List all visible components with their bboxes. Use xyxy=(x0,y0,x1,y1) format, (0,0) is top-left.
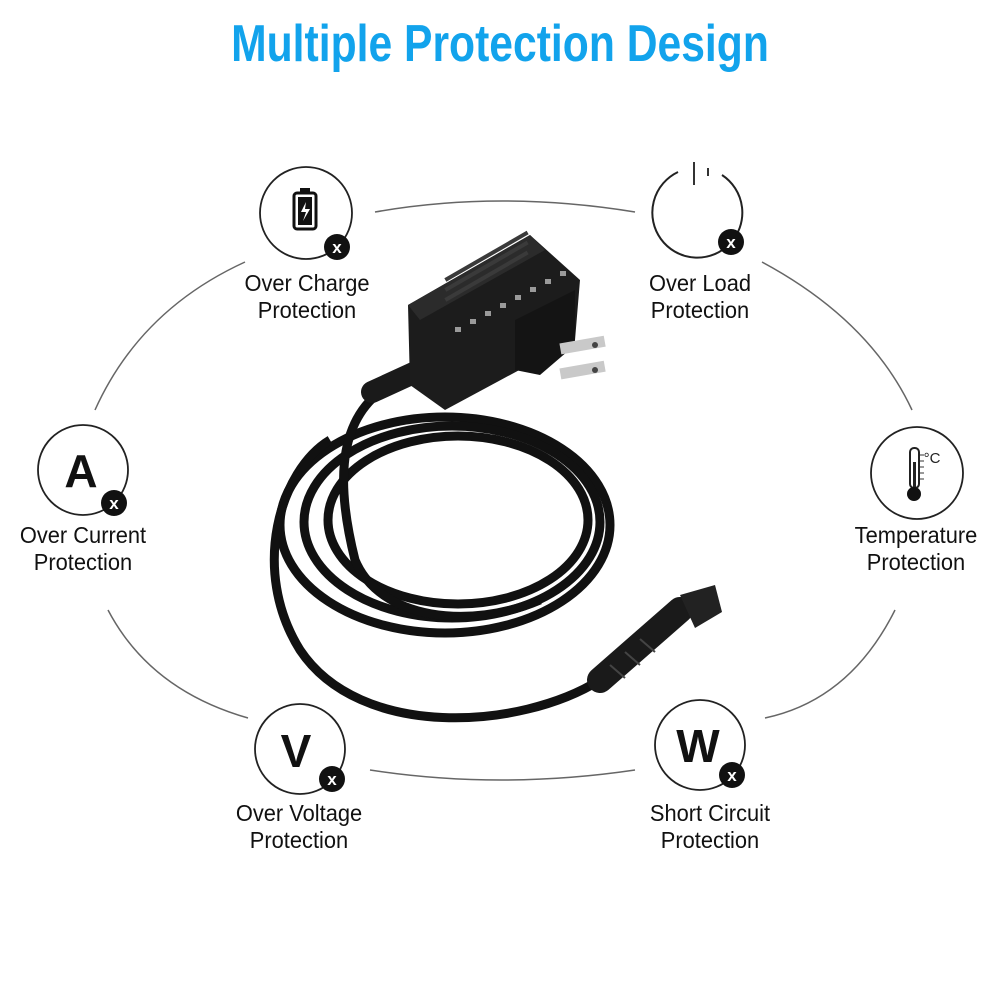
feature-label: Over Load xyxy=(648,270,752,296)
feature-label: Protection xyxy=(650,297,750,323)
temperature-icon-group: °C xyxy=(870,426,964,520)
over-current-icon-group: A x xyxy=(37,424,129,516)
over-voltage-icon-group: V x xyxy=(254,703,346,795)
over-charge-icon-group: x xyxy=(259,166,353,260)
feature-label: Protection xyxy=(866,549,966,575)
power-adapter xyxy=(269,230,722,723)
feature-label: Protection xyxy=(660,827,760,853)
feature-label: Short Circuit xyxy=(649,800,771,826)
feature-over-voltage: Over Voltage Protection xyxy=(199,800,399,854)
feature-label: Protection xyxy=(257,297,357,323)
feature-over-load: Over Load Protection xyxy=(600,270,800,324)
x-badge-icon: x xyxy=(327,770,337,789)
celsius-unit: °C xyxy=(924,450,941,467)
power-icon xyxy=(693,162,709,185)
x-badge-icon: x xyxy=(727,766,737,785)
feature-over-current: Over Current Protection xyxy=(0,522,183,576)
feature-over-charge: Over Charge Protection xyxy=(207,270,407,324)
feature-short-circuit: Short Circuit Protection xyxy=(610,800,810,854)
feature-label: Protection xyxy=(249,827,349,853)
feature-label: Temperature xyxy=(854,522,978,548)
ampere-icon: A xyxy=(64,445,97,497)
volt-icon: V xyxy=(281,725,312,777)
x-badge-icon: x xyxy=(109,494,119,513)
thermometer-icon xyxy=(907,447,924,501)
short-circuit-icon-group: W x xyxy=(654,699,746,791)
feature-label: Over Charge xyxy=(244,270,370,296)
feature-label: Over Current xyxy=(19,522,147,548)
over-load-icon-group: x xyxy=(651,162,744,259)
watt-icon: W xyxy=(676,720,720,772)
feature-label: Protection xyxy=(33,549,133,575)
feature-label: Over Voltage xyxy=(235,800,363,826)
orbit-ring xyxy=(94,200,913,781)
x-badge-icon: x xyxy=(332,238,342,257)
x-badge-icon: x xyxy=(726,233,736,252)
page-title: Multiple Protection Design xyxy=(231,15,769,73)
feature-temperature: Temperature Protection xyxy=(816,522,1000,576)
battery-icon xyxy=(292,188,318,231)
